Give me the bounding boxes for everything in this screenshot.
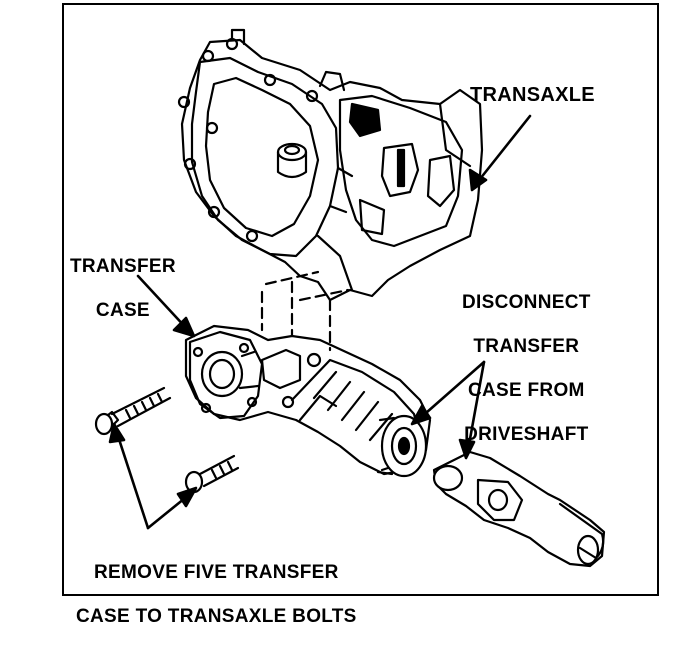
bolt-short <box>184 454 240 494</box>
label-transaxle: TRANSAXLE <box>470 62 595 128</box>
label-remove-bolts-line-2: CASE TO TRANSAXLE BOLTS <box>76 606 357 627</box>
label-remove-bolts-line-1: REMOVE FIVE TRANSFER <box>94 562 339 583</box>
driveshaft <box>432 450 606 568</box>
label-remove-bolts: REMOVE FIVE TRANSFER CASE TO TRANSAXLE B… <box>76 540 357 650</box>
label-transfer-case-line-1: TRANSFER <box>70 256 176 277</box>
label-transfer-case-line-2: CASE <box>95 300 150 321</box>
bolt-long <box>94 386 172 436</box>
label-transfer-case: TRANSFER CASE <box>70 234 176 344</box>
label-disconnect-line-2: TRANSFER <box>473 336 580 357</box>
label-disconnect-line-1: DISCONNECT <box>462 292 591 313</box>
label-disconnect-line-4: DRIVESHAFT <box>464 424 589 445</box>
transaxle-illustration <box>94 28 606 568</box>
transfer-case-body <box>184 270 432 478</box>
callout-arrows <box>108 114 532 530</box>
transaxle-housing <box>177 28 484 302</box>
label-disconnect-line-3: CASE FROM <box>467 380 585 401</box>
label-disconnect: DISCONNECT TRANSFER CASE FROM DRIVESHAFT <box>462 270 591 468</box>
label-transaxle-text: TRANSAXLE <box>470 84 595 106</box>
